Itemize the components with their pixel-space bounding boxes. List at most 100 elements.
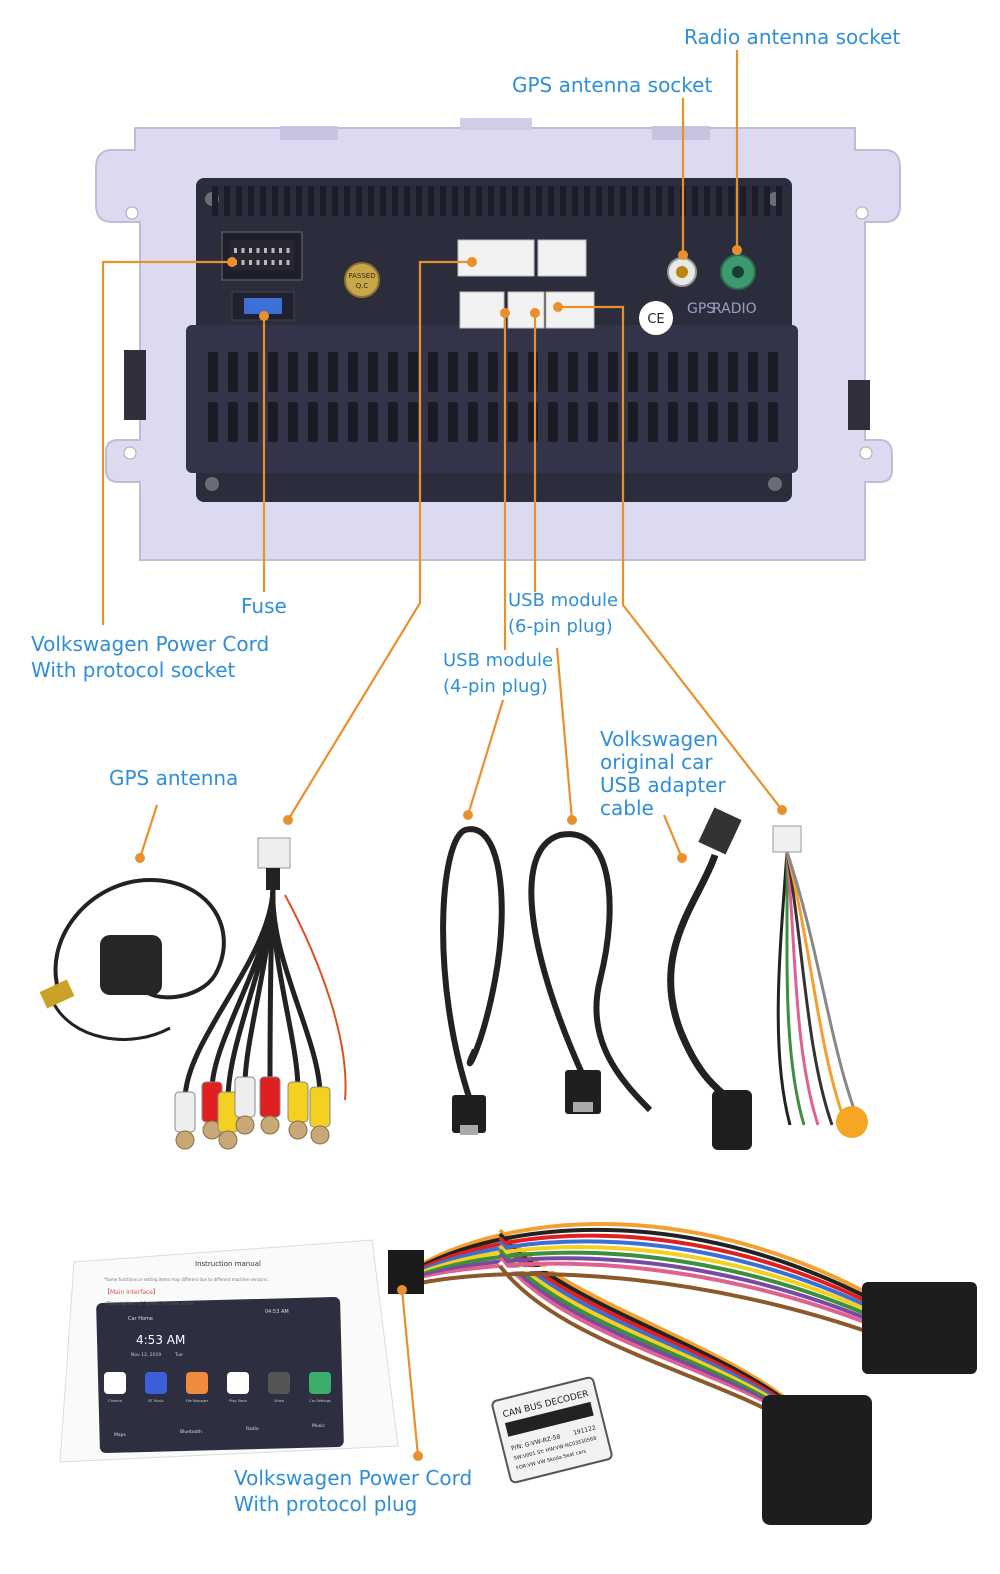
rca-tip <box>288 1120 308 1140</box>
vent-slot <box>588 352 598 392</box>
pin <box>234 248 237 253</box>
app-label: BT Music <box>148 1399 164 1403</box>
manual-text: Instruction manual *Some functions or se… <box>104 1260 331 1438</box>
vent-slot <box>368 352 378 392</box>
harness-wire <box>785 851 806 1126</box>
fin <box>212 186 218 216</box>
accessories <box>39 807 977 1525</box>
rca-plug <box>287 1081 309 1123</box>
manual-title: Instruction manual <box>195 1260 261 1268</box>
vent-slot <box>528 352 538 392</box>
vent-slot <box>588 402 598 442</box>
vent-slot <box>608 352 618 392</box>
power-cord-socket-label: Volkswagen Power Cord With protocol sock… <box>31 632 269 682</box>
harness-wire <box>419 1271 881 1338</box>
vent-slot <box>508 352 518 392</box>
rca-tip <box>235 1115 255 1135</box>
pin <box>249 248 252 253</box>
vw-usb-line1: Volkswagen <box>600 727 719 751</box>
pin <box>241 248 245 253</box>
power-cord-plug-line2: With protocol plug <box>234 1492 418 1516</box>
usb-4pin-cable <box>440 826 505 1135</box>
rca-tip <box>175 1130 195 1150</box>
fin <box>632 186 638 216</box>
vent-slot <box>628 402 638 442</box>
manual-section: 【Main interface】 <box>104 1289 159 1296</box>
usb-6pin-cable <box>528 831 653 1114</box>
vent-slot <box>308 402 318 442</box>
harness-wire <box>419 1239 881 1314</box>
vent-slot <box>668 352 678 392</box>
vent-slot <box>468 352 478 392</box>
vent-slot <box>388 402 398 442</box>
app-label: Car Settings <box>309 1399 331 1403</box>
app-icon <box>227 1372 249 1394</box>
fin <box>728 186 734 216</box>
vent-slot <box>448 402 458 442</box>
harness-wire <box>498 1228 802 1412</box>
rca-tip <box>218 1130 238 1150</box>
usb-4pin-label: USB module (4-pin plug) <box>443 648 553 700</box>
vw-usb-adapter-cable <box>667 807 752 1150</box>
usb-4pin-line2: (4-pin plug) <box>443 676 548 697</box>
harness-wire <box>419 1256 881 1326</box>
power-cord-plug-harness <box>388 1222 977 1525</box>
vent-slot <box>688 352 698 392</box>
fin <box>536 186 542 216</box>
manual-note: *Some functions or setting items may dif… <box>104 1277 268 1282</box>
fin <box>284 186 290 216</box>
usb-6pin-line1: USB module <box>508 590 619 611</box>
vent-slot <box>408 352 418 392</box>
app-icon <box>186 1372 208 1394</box>
vent-slot <box>648 402 658 442</box>
radio-marking: RADIO <box>712 301 757 317</box>
usb-4pin-line1: USB module <box>443 650 554 671</box>
harness-wire <box>785 851 848 1126</box>
fuse-label: Fuse <box>241 594 287 618</box>
harness-wire <box>419 1227 881 1306</box>
fin <box>248 186 254 216</box>
fin <box>764 186 770 216</box>
vent-slot <box>548 352 558 392</box>
protocol-socket-harness <box>772 825 868 1138</box>
fin <box>236 186 242 216</box>
fin <box>440 186 446 216</box>
fin <box>620 186 626 216</box>
manual-day: Tue <box>174 1352 183 1358</box>
vw-usb-line4: cable <box>600 796 654 820</box>
pin <box>264 260 267 265</box>
dock-label: Maps <box>114 1432 126 1438</box>
vent-slot <box>448 352 458 392</box>
vent-slot <box>368 402 378 442</box>
fin <box>572 186 578 216</box>
vent-slot <box>668 402 678 442</box>
vent-slot <box>288 402 298 442</box>
rca-plug <box>259 1076 281 1118</box>
vent-slot <box>528 402 538 442</box>
gps-antenna-label: GPS antenna <box>109 766 239 790</box>
dock-label: Bluetooth <box>180 1429 202 1435</box>
fin <box>704 186 710 216</box>
vent-slot <box>268 352 278 392</box>
app-icon <box>145 1372 167 1394</box>
fin <box>464 186 470 216</box>
fin <box>500 186 506 216</box>
vent-slot <box>228 352 238 392</box>
pin <box>241 260 245 265</box>
vent-slot <box>708 352 718 392</box>
vent-slot <box>288 352 298 392</box>
app-icon <box>268 1372 290 1394</box>
harness-wire <box>419 1222 881 1302</box>
fin <box>644 186 650 216</box>
vent-slot <box>208 402 218 442</box>
fin <box>476 186 482 216</box>
app-label: Chrome <box>108 1399 122 1403</box>
power-cord-socket-line1: Volkswagen Power Cord <box>31 632 270 656</box>
fin <box>452 186 458 216</box>
rca-wire <box>270 889 323 1096</box>
manual-status: 04:53 AM <box>265 1309 289 1315</box>
fin <box>428 186 434 216</box>
fin <box>224 186 230 216</box>
rca-plug <box>309 1086 331 1128</box>
